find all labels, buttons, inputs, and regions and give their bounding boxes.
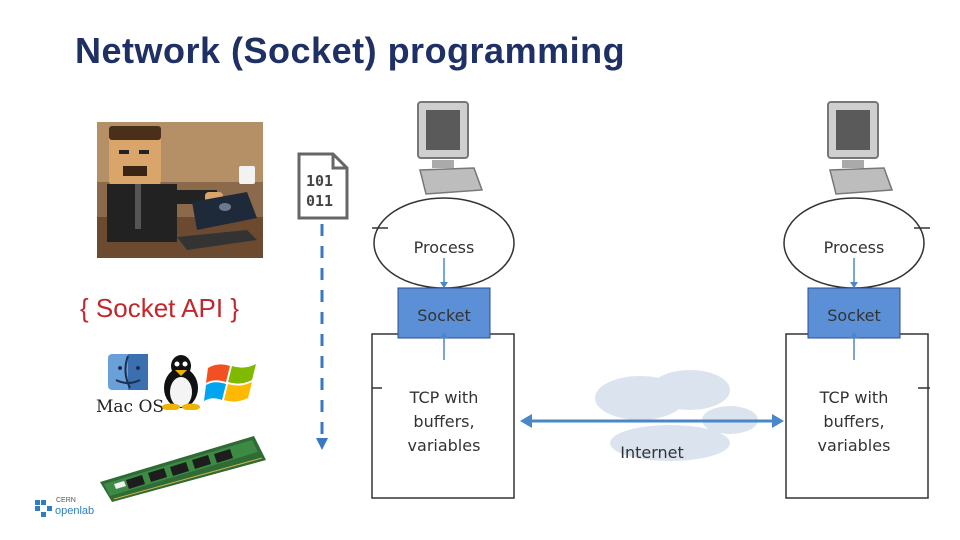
right-host: Process Socket TCP with buffers, variabl… (783, 197, 930, 499)
internet-label: Internet (620, 443, 684, 462)
developer-illustration (97, 122, 263, 258)
macos-logo: Mac OS (96, 354, 164, 416)
desktop-computer-icon (417, 101, 484, 195)
left-host: Process Socket TCP with buffers, variabl… (371, 197, 515, 499)
slide-title: Network (Socket) programming (75, 30, 626, 71)
left-socket-box (397, 287, 491, 339)
network-diagram: Process Socket TCP with buffers, variabl… (371, 101, 930, 499)
right-tcp-line-3: variables (818, 436, 891, 455)
openlab-text: openlab (55, 505, 95, 517)
binary-file-icon: 101 011 (297, 152, 349, 220)
right-socket-label: Socket (827, 306, 881, 325)
left-tcp-line-3: variables (408, 436, 481, 455)
desktop-computer-icon (827, 101, 894, 195)
binary-line-1: 101 (306, 172, 333, 190)
left-socket-label: Socket (417, 306, 471, 325)
internet-arrow (520, 414, 784, 428)
binary-line-2: 011 (306, 192, 333, 210)
tcp-box (785, 333, 929, 499)
cern-text: CERN (56, 497, 76, 504)
dashed-down-arrow (316, 224, 328, 450)
left-tcp-line-1: TCP with (409, 388, 479, 407)
cern-openlab-logo: CERN openlab (35, 496, 115, 522)
right-tcp-line-2: buffers, (823, 412, 884, 431)
right-tcp-line-1: TCP with (819, 388, 889, 407)
left-tcp-line-2: buffers, (413, 412, 474, 431)
internet-cloud (595, 370, 758, 461)
macos-logo-text: Mac OS (96, 397, 164, 416)
socket-api-label: { Socket API } (80, 293, 239, 323)
ram-module-image (100, 436, 266, 502)
windows-logo (204, 364, 256, 402)
left-process-label: Process (414, 238, 475, 257)
right-process-label: Process (824, 238, 885, 257)
tcp-box (371, 333, 515, 499)
openlab-mark-icon (35, 500, 52, 517)
linux-tux-logo (162, 355, 200, 410)
right-socket-box (807, 287, 901, 339)
